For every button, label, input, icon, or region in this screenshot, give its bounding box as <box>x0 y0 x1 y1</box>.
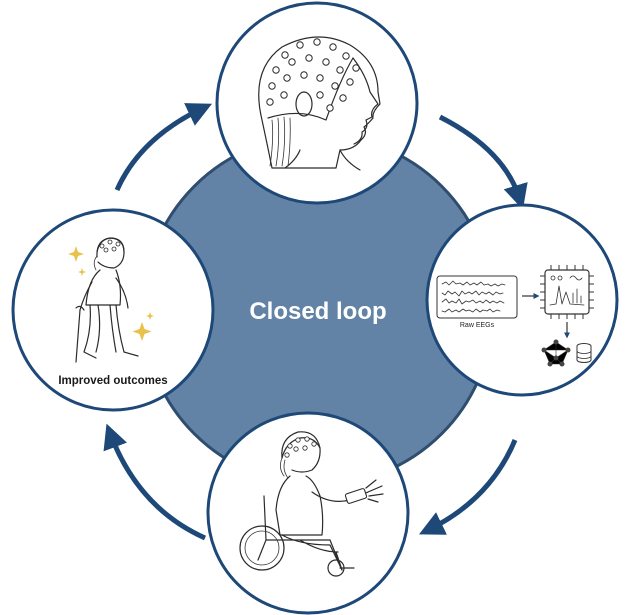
node-rehab <box>206 411 410 615</box>
improved-outcomes-caption: Improved outcomes <box>58 375 167 387</box>
wheelchair-exoskeleton-icon <box>239 431 384 577</box>
center-label: Closed loop <box>249 298 386 325</box>
node-eeg-cap <box>215 1 419 205</box>
walking-person-icon <box>75 237 139 363</box>
node-processing: Raw EEGs <box>425 203 619 397</box>
eeg-processing-icon: Raw EEGs <box>436 265 594 367</box>
arrow-bottom-to-left <box>103 423 207 541</box>
sparkle-icon <box>68 246 154 341</box>
raw-eeg-caption: Raw EEGs <box>460 322 495 329</box>
node-outcome: Improved outcomes <box>11 208 215 412</box>
eeg-cap-head-icon <box>258 36 381 171</box>
arrow-right-to-bottom <box>418 439 518 535</box>
arrow-left-to-top <box>114 103 213 192</box>
arrow-top-to-right <box>438 114 528 210</box>
